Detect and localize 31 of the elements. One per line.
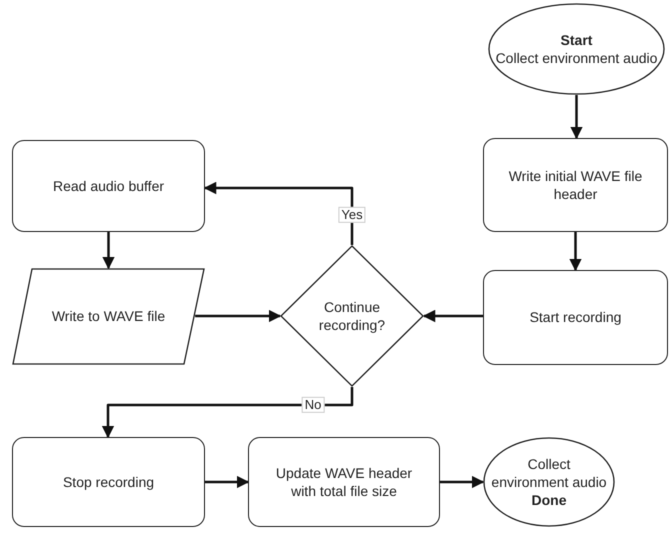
- node-text: Update WAVE header with total file size: [274, 464, 414, 500]
- edge-label: No: [302, 396, 324, 414]
- data-parallelogram: [12, 268, 205, 365]
- process-box: [483, 270, 668, 365]
- node-text: Read audio buffer: [52, 176, 166, 196]
- node-text: Continue recording?: [318, 298, 386, 334]
- process-box: [12, 140, 205, 232]
- node-text: Collect environment audio: [494, 49, 658, 68]
- edge-label: Yes: [338, 206, 366, 224]
- terminal-ellipse: [483, 437, 615, 527]
- arrow: [102, 387, 354, 438]
- arrow: [440, 476, 484, 488]
- arrow: [205, 476, 250, 488]
- process-box: [483, 138, 668, 232]
- node-text: Done: [530, 491, 568, 510]
- arrow: [422, 310, 483, 322]
- arrow: [195, 310, 282, 322]
- decision-diamond: [280, 245, 424, 387]
- node-text: Collect environment audio: [490, 454, 608, 492]
- process-box: [12, 437, 205, 527]
- node-text: Start recording: [528, 308, 622, 327]
- node-text: Stop recording: [62, 472, 156, 492]
- node-text: Start: [560, 30, 594, 49]
- arrow: [569, 232, 582, 272]
- arrow: [570, 95, 583, 140]
- process-box: [248, 437, 440, 527]
- arrow: [102, 232, 115, 270]
- node-text: Write initial WAVE file header: [508, 166, 644, 204]
- node-text: Write to WAVE file: [50, 307, 166, 326]
- arrow: [204, 182, 354, 245]
- terminal-ellipse: [488, 3, 665, 95]
